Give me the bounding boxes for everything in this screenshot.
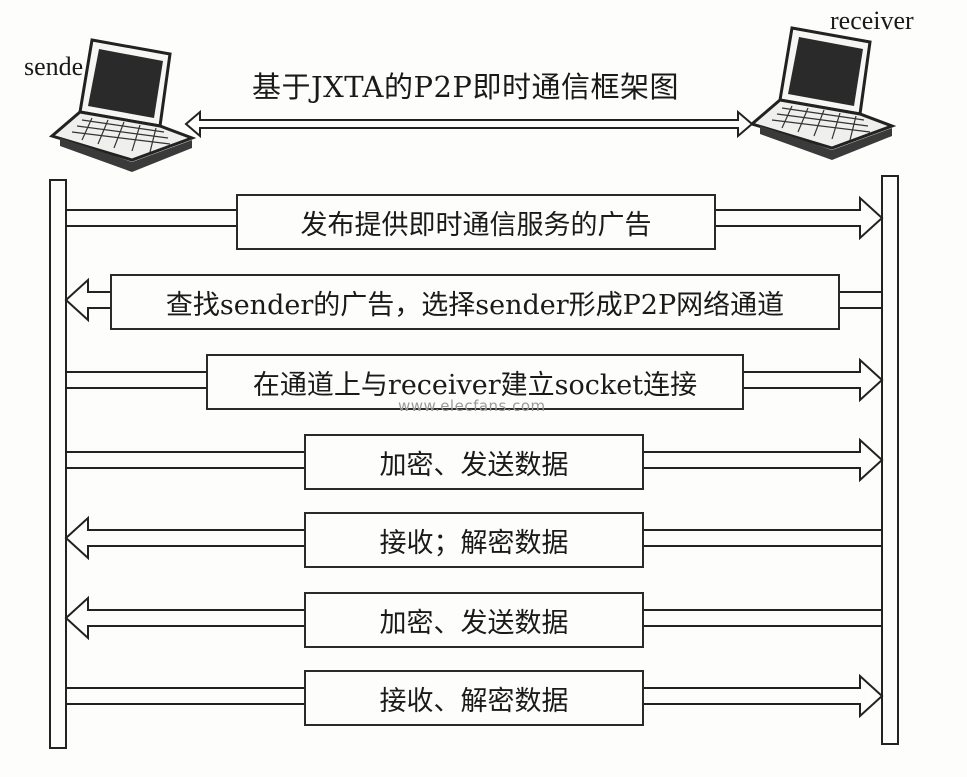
message-box-6: 加密、发送数据: [304, 592, 644, 648]
diagram-title: 基于JXTA的P2P即时通信框架图: [252, 70, 679, 104]
message-box-2: 查找sender的广告，选择sender形成P2P网络通道: [110, 274, 840, 330]
message-box-4: 加密、发送数据: [304, 434, 644, 490]
message-box-7: 接收、解密数据: [304, 670, 644, 726]
top-bidirectional-arrow: [184, 109, 754, 139]
message-box-5: 接收；解密数据: [304, 512, 644, 568]
sender-label: sende: [24, 52, 84, 81]
receiver-lifeline: [881, 175, 899, 745]
message-box-3: 在通道上与receiver建立socket连接: [206, 354, 744, 410]
receiver-laptop-icon: [750, 26, 894, 162]
receiver-label: receiver: [830, 6, 914, 35]
sender-lifeline: [49, 179, 67, 749]
message-box-1: 发布提供即时通信服务的广告: [236, 194, 716, 250]
